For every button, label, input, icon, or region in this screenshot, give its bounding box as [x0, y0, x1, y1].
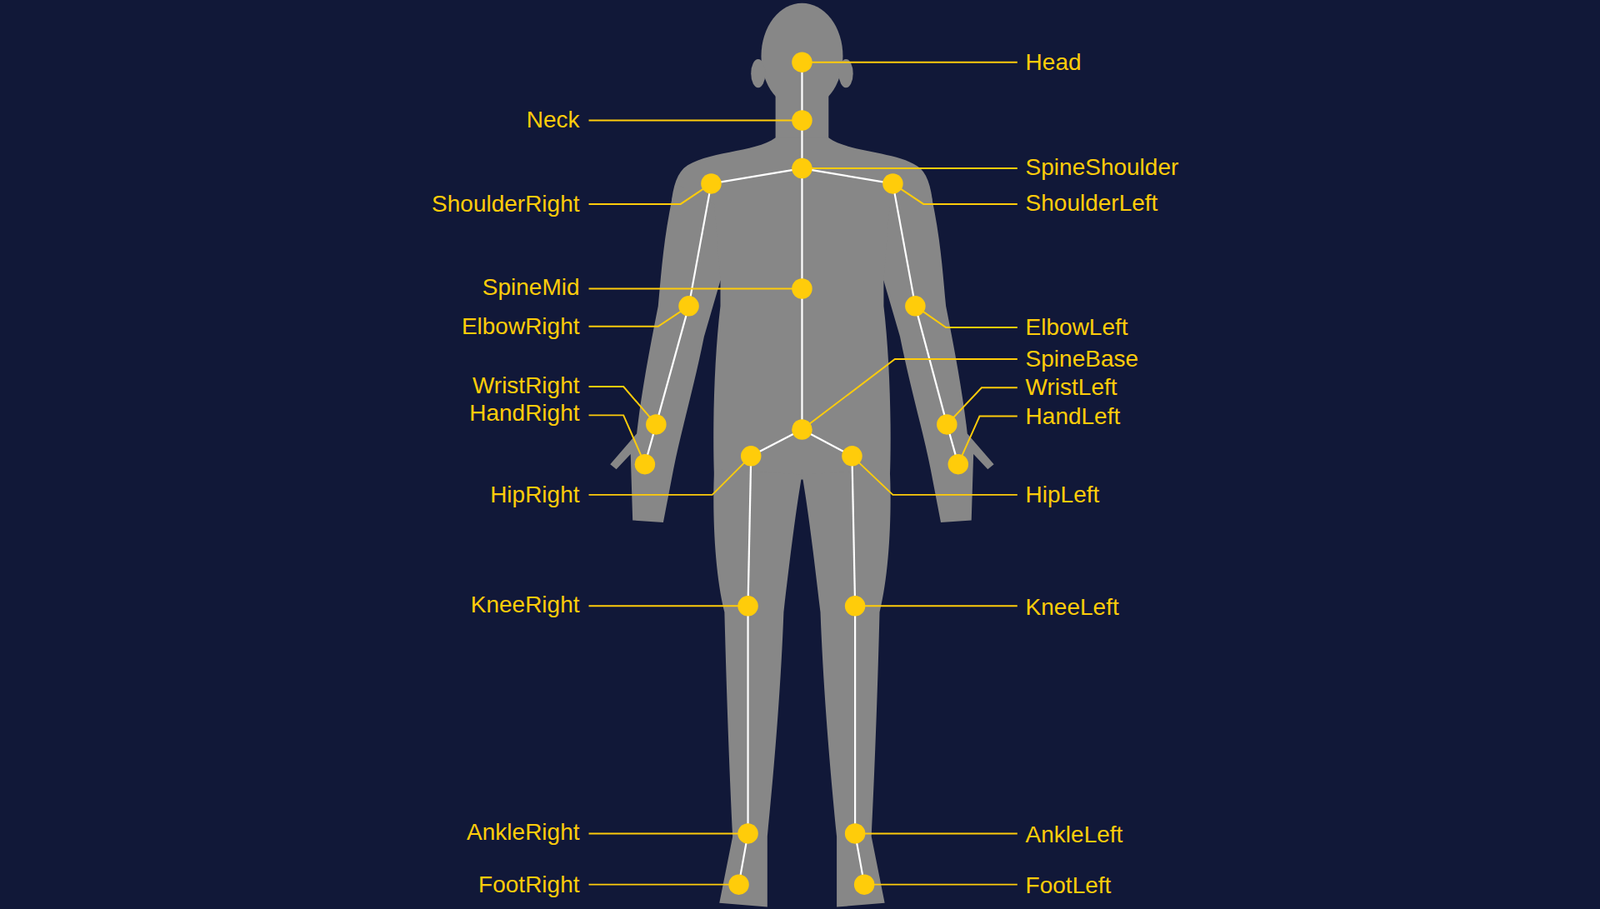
bone-line	[892, 183, 915, 306]
bone-line	[746, 605, 749, 834]
joint-label: KneeLeft	[1025, 595, 1120, 620]
joint-label: WristRight	[472, 374, 580, 398]
joint-label: HipLeft	[1025, 483, 1100, 507]
joint-dot	[791, 51, 812, 72]
leader-line	[855, 832, 1018, 835]
joint-dot	[791, 419, 812, 440]
joint-dot	[791, 278, 812, 299]
leader-line	[855, 605, 1018, 607]
joint-dot	[791, 110, 812, 130]
leader-line	[589, 305, 690, 326]
leader-line	[958, 416, 1018, 465]
leader-line	[915, 305, 1017, 328]
joint-dot	[845, 823, 865, 844]
figure-group	[589, 3, 1018, 908]
joint-label: WristLeft	[1025, 375, 1118, 400]
joint-dot	[948, 454, 969, 475]
joint-dot	[678, 295, 699, 316]
leader-line	[589, 884, 740, 886]
joint-dot	[728, 874, 749, 895]
leader-line	[946, 387, 1017, 425]
joint-label: FootRight	[478, 873, 580, 897]
joint-dot	[645, 414, 666, 435]
leader-line	[589, 288, 803, 290]
joint-dot	[635, 454, 655, 475]
bone-line	[800, 289, 803, 430]
leader-line	[851, 455, 1017, 495]
leader-line	[589, 386, 657, 425]
joint-dot	[737, 823, 758, 844]
leader-line	[589, 183, 712, 204]
leader-line	[589, 415, 645, 465]
bone-line	[748, 455, 752, 606]
joint-label: FootLeft	[1025, 874, 1112, 898]
leader-line	[801, 359, 1017, 430]
joint-label: AnkleLeft	[1025, 823, 1124, 847]
joint-label: ElbowRight	[461, 315, 580, 339]
leader-line	[892, 183, 1017, 204]
leader-line	[589, 120, 803, 122]
joint-dot	[740, 445, 761, 466]
joint-label: ShoulderLeft	[1025, 191, 1159, 215]
joint-label: Head	[1025, 50, 1082, 75]
joint-label: HipRight	[490, 483, 580, 507]
joint-dot	[882, 173, 903, 194]
leader-line	[589, 455, 752, 495]
joint-label: SpineBase	[1025, 347, 1139, 371]
bone-line	[854, 605, 856, 834]
joint-dot	[905, 295, 925, 316]
joint-label: AnkleRight	[466, 820, 580, 845]
joint-label: ElbowLeft	[1025, 315, 1129, 340]
joint-dot	[854, 874, 875, 895]
bone-line	[851, 455, 855, 606]
body-silhouette	[610, 3, 994, 908]
joint-dot	[936, 414, 957, 435]
leader-line	[589, 605, 749, 607]
bone-line	[801, 168, 893, 184]
joint-label: KneeRight	[470, 593, 580, 617]
joint-label: Neck	[526, 108, 580, 132]
joint-dot	[700, 173, 721, 194]
joint-label: HandLeft	[1025, 405, 1121, 429]
bone-line	[915, 305, 947, 425]
joint-dot	[791, 158, 812, 179]
joint-dot	[737, 595, 758, 616]
joint-label: SpineMid	[482, 275, 580, 300]
joint-label: ShoulderRight	[431, 192, 580, 216]
leader-line	[589, 832, 749, 835]
bone-line	[689, 183, 712, 306]
joint-label: SpineShoulder	[1025, 155, 1180, 180]
leader-line	[801, 167, 1017, 170]
joint-dot	[845, 595, 865, 616]
bone-line	[800, 168, 803, 289]
joint-dot	[841, 445, 862, 466]
bone-line	[710, 168, 802, 184]
joint-label: HandRight	[469, 401, 580, 425]
leader-line	[801, 61, 1017, 64]
leader-line	[864, 884, 1018, 886]
